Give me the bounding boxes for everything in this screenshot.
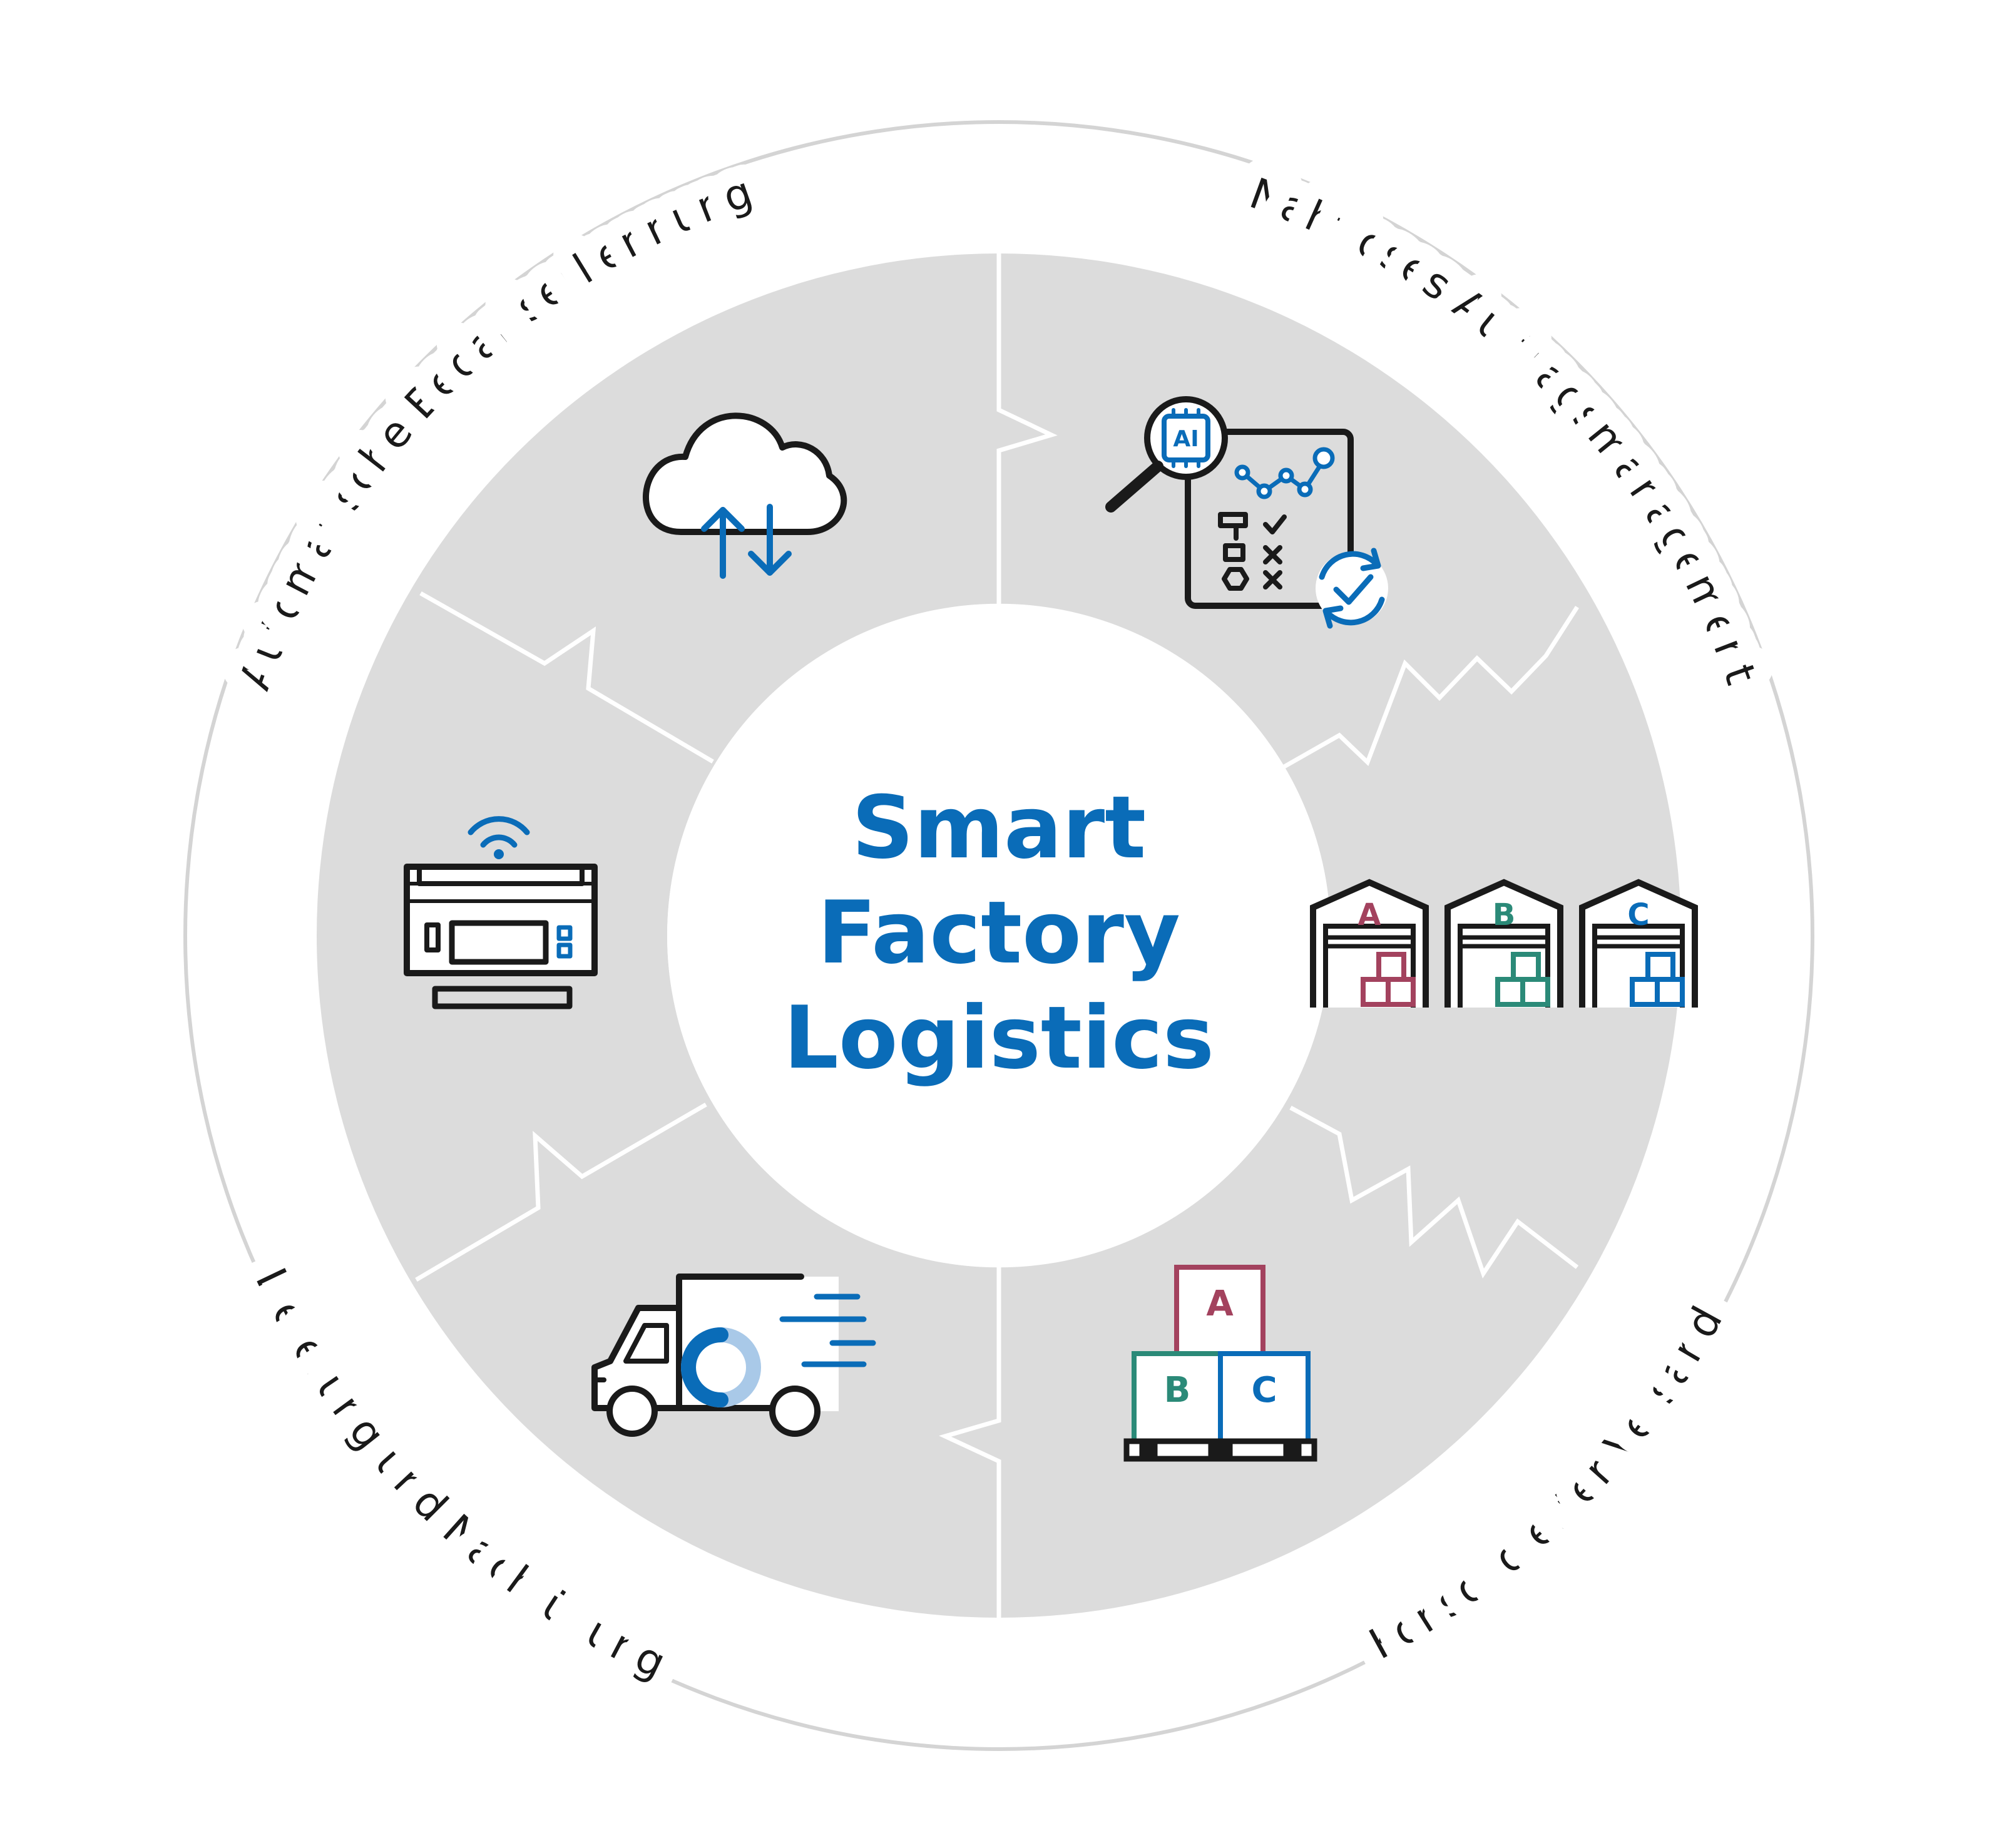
box-c-label: C (1251, 1370, 1277, 1411)
seam-upper-left (419, 591, 714, 764)
center-disk (667, 604, 1331, 1267)
title-line-logistics: Logistics (784, 988, 1214, 1088)
warehouse-c-label: C (1627, 897, 1649, 932)
segment-seams (415, 253, 1579, 1618)
ai-chip-label: AI (1173, 426, 1199, 452)
seam-lower-left (415, 1102, 707, 1282)
title-line-smart: Smart (852, 777, 1146, 878)
warehouse-b-label: B (1493, 897, 1516, 932)
seam-upper-right (1283, 606, 1579, 769)
pallet-boxes-icon: A B C (1123, 1265, 1317, 1462)
box-b-label: B (1164, 1370, 1191, 1411)
seam-top (996, 253, 1058, 604)
warehouse-a-icon: A (1310, 879, 1429, 1008)
warehouse-a-label: A (1357, 897, 1381, 932)
box-a-label: A (1206, 1284, 1234, 1324)
wireless-vending-machine-icon (404, 816, 598, 1009)
seam-lower-right (1289, 1105, 1579, 1279)
warehouse-b-icon: B (1444, 879, 1563, 1008)
outer-cycle-circle (183, 120, 1814, 1751)
title-line-factory: Factory (817, 882, 1180, 983)
cloud-sync-icon (642, 412, 847, 579)
delivery-truck-icon (591, 1274, 876, 1437)
warehouse-c-icon: C (1579, 879, 1698, 1008)
warehouses-abc-icon: A B C (1310, 879, 1698, 1008)
ai-order-analysis-icon: AI (1105, 396, 1388, 629)
seam-bottom (939, 1267, 1001, 1618)
